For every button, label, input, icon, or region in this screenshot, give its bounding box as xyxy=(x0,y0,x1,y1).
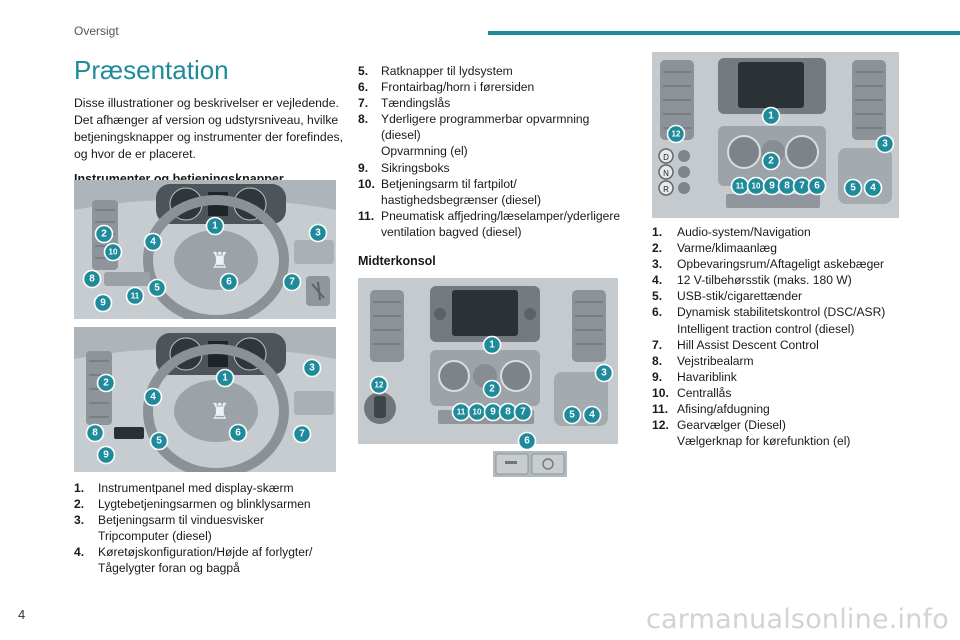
console-list: 1.Audio-system/Navigation 2.Varme/klimaa… xyxy=(652,224,900,449)
console-heading: Midterkonsol xyxy=(358,254,436,268)
list-item: 1.Instrumentpanel med display-skærm xyxy=(74,481,294,495)
gear-label-n: N xyxy=(663,169,669,178)
list-item: 8.Yderligere programmerbar opvarmning (d… xyxy=(358,112,590,159)
list-item: 3.Opbevaringsrum/Aftageligt askebæger xyxy=(652,257,885,272)
list-item: 5.Ratknapper til lydsystem xyxy=(358,64,513,78)
list-item: 6.Dynamisk stabilitetskontrol (DSC/ASR)I… xyxy=(652,305,886,336)
list-item: 9.Sikringsboks xyxy=(358,160,450,175)
gear-label-d: D xyxy=(663,153,669,162)
gear-label-r: R xyxy=(663,185,669,194)
list-item: 4.Køretøjskonfiguration/Højde af forlygt… xyxy=(74,545,313,576)
list-item: 7.Hill Assist Descent Control xyxy=(652,337,819,352)
intro-column: Præsentation Disse illustrationer og bes… xyxy=(74,55,344,186)
console-illustration-2: D N R xyxy=(652,52,899,218)
svg-text:♜: ♜ xyxy=(210,400,230,425)
list-item: 5.USB-stik/cigarettænder xyxy=(652,289,803,304)
svg-text:♜: ♜ xyxy=(210,249,230,274)
list-item: 10.Betjeningsarm til fartpilot/ hastighe… xyxy=(358,176,541,207)
dashboard-illustration-2: ♜ xyxy=(74,327,336,472)
intro-text: Disse illustrationer og beskrivelser er … xyxy=(74,96,343,161)
list-item: 2.Varme/klimaanlæg xyxy=(652,241,777,256)
list-item: 6.Frontairbag/horn i førersiden xyxy=(358,80,535,95)
list-item: 1.Audio-system/Navigation xyxy=(652,225,811,239)
page-title: Præsentation xyxy=(74,55,229,85)
list-item: 7.Tændingslås xyxy=(358,96,451,111)
list-item: 12.Gearvælger (Diesel)Vælgerknap for kør… xyxy=(652,418,851,449)
section-title: Oversigt xyxy=(74,24,119,38)
list-item: 11.Pneumatisk affjedring/læselamper/yder… xyxy=(358,208,621,239)
page-number: 4 xyxy=(18,607,26,622)
list-item: 2.Lygtebetjeningsarmen og blinklysarmen xyxy=(74,497,311,512)
instruments-list-part2: 5.Ratknapper til lydsystem 6.Frontairbag… xyxy=(358,63,623,240)
list-item: 8.Vejstribealarm xyxy=(652,353,754,368)
list-item: 9.Havariblink xyxy=(652,369,737,384)
dashboard-illustration-1: ♜ xyxy=(74,180,336,319)
watermark: carmanualsonline.info xyxy=(646,604,949,635)
asr-switch-illustration xyxy=(493,451,567,477)
instruments-list-part1: 1.Instrumentpanel med display-skærm 2.Ly… xyxy=(74,480,346,577)
console-illustration-1 xyxy=(358,278,618,444)
header-accent-bar xyxy=(488,31,960,35)
list-item: 4.12 V-tilbehørsstik (maks. 180 W) xyxy=(652,273,852,288)
list-item: 11.Afising/afdugning xyxy=(652,402,770,417)
list-item: 10.Centrallås xyxy=(652,385,732,400)
